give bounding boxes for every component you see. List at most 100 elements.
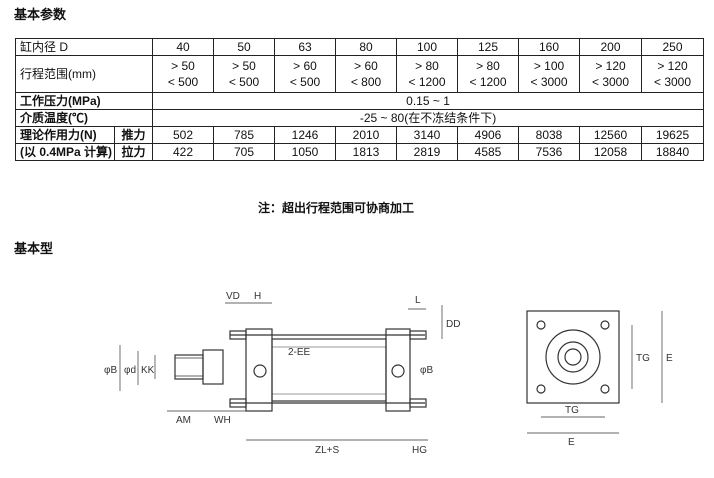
dim-E-vertical: E (666, 353, 673, 364)
push-label: 推力 (113, 126, 154, 144)
stroke-cell: > 120< 3000 (641, 55, 705, 93)
pressure-label: 工作压力(MPa) (14, 92, 154, 110)
push-cell: 2010 (335, 126, 398, 144)
bore-cell: 250 (641, 38, 705, 56)
bore-label: 缸内径 D (14, 38, 154, 56)
stroke-max: < 500 (289, 75, 321, 89)
bore-cell: 40 (152, 38, 215, 56)
push-cell: 8038 (518, 126, 581, 144)
table-row-stroke: 行程范围(mm) > 50 < 500 > 50 < 500 > 60 < 500 >… (14, 55, 705, 93)
tie-rod-nut (409, 330, 427, 340)
stroke-min: > 80 (476, 59, 500, 73)
end-view-plate (526, 310, 620, 404)
dim-DD: DD (446, 319, 460, 330)
dim-phid: φd (124, 365, 136, 376)
stroke-max: < 3000 (591, 75, 630, 89)
pressure-value: 0.15 ~ 1 (152, 92, 705, 110)
stroke-max: < 1200 (408, 75, 446, 89)
pull-label: 拉力 (113, 143, 154, 161)
dim-HG: HG (412, 445, 427, 456)
stroke-min: > 60 (293, 59, 317, 73)
bore-cell: 200 (579, 38, 643, 56)
force-label-line1: 理论作用力(N) (15, 126, 115, 144)
footnote: 注：超出行程范围可协商加工 (258, 201, 415, 215)
tie-rod-nut (229, 398, 247, 408)
pull-cell: 1050 (274, 143, 337, 161)
spec-table: 缸内径 D 40 50 63 80 100 125 160 200 250 行程… (14, 38, 705, 161)
table-row-push: 理论作用力(N) 推力 502 785 1246 2010 3140 4906 … (15, 126, 705, 144)
dim-ZL-S: ZL+S (315, 445, 340, 456)
table-row-pressure: 工作压力(MPa) 0.15 ~ 1 (14, 92, 705, 110)
port-rear (391, 364, 405, 378)
stroke-max: < 1200 (469, 75, 507, 89)
dim-WH: WH (214, 415, 231, 426)
stroke-max: < 3000 (530, 75, 568, 89)
push-cell: 785 (213, 126, 276, 144)
dim-KK: KK (141, 365, 155, 376)
bore-cell: 100 (396, 38, 459, 56)
pull-cell: 2819 (396, 143, 459, 161)
pull-cell: 7536 (518, 143, 581, 161)
bore-cell: 50 (213, 38, 276, 56)
pull-cell: 4585 (457, 143, 520, 161)
dim-L: L (415, 295, 421, 306)
bore-cell: 80 (335, 38, 398, 56)
dim-phiB: φB (104, 365, 117, 376)
bore-cell: 125 (457, 38, 520, 56)
end-view-rod (557, 341, 589, 373)
push-cell: 12560 (579, 126, 643, 144)
stroke-cell: > 100 < 3000 (518, 55, 581, 93)
table-row-temp: 介质温度(℃) -25 ~ 80(在不冻结条件下) (14, 109, 705, 127)
dim-TG-horizontal: TG (565, 405, 579, 416)
stroke-cell: > 80 < 1200 (396, 55, 459, 93)
pull-cell: 12058 (579, 143, 643, 161)
pull-cell: 705 (213, 143, 276, 161)
push-cell: 502 (152, 126, 215, 144)
stroke-min: > 100 (533, 59, 565, 73)
piston-rod (174, 354, 204, 380)
dim-AM: AM (176, 415, 191, 426)
dim-2EE: 2-EE (288, 347, 311, 358)
push-cell: 4906 (457, 126, 520, 144)
dim-TG-vertical: TG (636, 353, 650, 364)
dim-H: H (254, 291, 261, 302)
stroke-label: 行程范围(mm) (14, 55, 154, 93)
push-cell: 3140 (396, 126, 459, 144)
bore-cell: 160 (518, 38, 581, 56)
force-label-line2: (以 0.4MPa 计算) (15, 143, 115, 161)
push-cell: 1246 (274, 126, 337, 144)
stroke-max: < 800 (350, 75, 382, 89)
stroke-min: > 50 (171, 59, 195, 73)
stroke-cell: > 50 < 500 (213, 55, 276, 93)
push-cell: 19625 (641, 126, 705, 144)
dim-E-horizontal: E (568, 437, 575, 448)
stroke-min: > 80 (415, 59, 439, 73)
end-view-rod-center (564, 348, 582, 366)
table-row-bore: 缸内径 D 40 50 63 80 100 125 160 200 250 (14, 38, 705, 56)
section-title-basic-type: 基本型 (14, 242, 54, 257)
pull-cell: 1813 (335, 143, 398, 161)
dim-VD: VD (226, 291, 240, 302)
port-front (253, 364, 267, 378)
stroke-cell: > 50 < 500 (152, 55, 215, 93)
rod-nut (202, 349, 224, 385)
stroke-max: < 500 (228, 75, 260, 89)
stroke-cell: > 80 < 1200 (457, 55, 520, 93)
stroke-max: < 500 (167, 75, 199, 89)
dim-phiB-rear: φB (420, 365, 433, 376)
rear-cover (385, 328, 411, 412)
tie-rod-nut (409, 398, 427, 408)
stroke-cell: > 120< 3000 (579, 55, 643, 93)
front-cover (245, 328, 273, 412)
tie-rod-nut (229, 330, 247, 340)
pull-cell: 422 (152, 143, 215, 161)
temp-value: -25 ~ 80(在不冻结条件下) (152, 109, 705, 127)
stroke-cell: > 60 < 500 (274, 55, 337, 93)
section-title-basic-params: 基本参数 (14, 8, 67, 23)
bore-cell: 63 (274, 38, 337, 56)
stroke-cell: > 60 < 800 (335, 55, 398, 93)
stroke-min: > 60 (354, 59, 378, 73)
stroke-min: > 50 (232, 59, 256, 73)
stroke-max: < 3000 (653, 75, 692, 89)
pull-cell: 18840 (641, 143, 705, 161)
